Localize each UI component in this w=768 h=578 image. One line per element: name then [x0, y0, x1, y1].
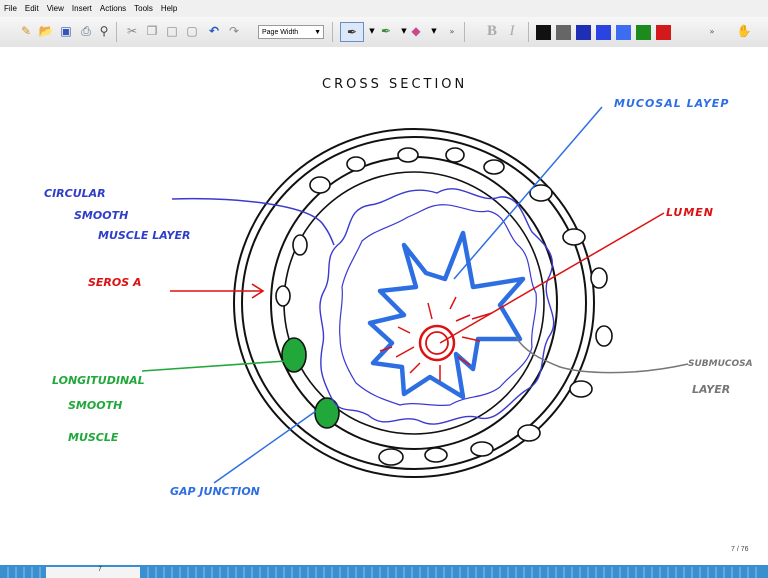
- toolbar-divider: [464, 22, 465, 42]
- menu-bar: File Edit View Insert Actions Tools Help: [0, 0, 768, 17]
- label-gap-junction: GAP JUNCTION: [170, 485, 260, 498]
- longitudinal-pointer: [142, 361, 286, 371]
- label-submucosa-1: SUBMUCOSA: [688, 359, 753, 369]
- label-serosa: SEROS A: [88, 276, 142, 289]
- print-icon[interactable]: ⎙: [78, 23, 94, 39]
- bold-icon[interactable]: B: [484, 23, 500, 39]
- toolbar-divider: [332, 22, 333, 42]
- open-folder-icon[interactable]: 📂: [38, 23, 54, 39]
- page-thumbnail-bar[interactable]: 7: [0, 565, 768, 578]
- note-canvas[interactable]: CROSS SECTION MUCOSAL LAYEP CIRCULAR SMO…: [0, 47, 768, 565]
- label-longitudinal-1: LONGITUDINAL: [52, 374, 145, 387]
- paste-icon[interactable]: □: [164, 23, 180, 39]
- mucosal-pointer: [454, 107, 602, 279]
- color-swatch-red[interactable]: [656, 25, 671, 40]
- label-circular-1: CIRCULAR: [44, 187, 106, 200]
- menu-actions[interactable]: Actions: [96, 4, 130, 13]
- color-swatch-green[interactable]: [636, 25, 651, 40]
- more-tools-icon[interactable]: »: [444, 23, 460, 39]
- label-circular-3: MUSCLE LAYER: [98, 229, 190, 242]
- chevron-down-icon: ▼: [314, 26, 321, 40]
- undo-icon[interactable]: ↶: [206, 23, 222, 39]
- copy-icon[interactable]: ❐: [144, 23, 160, 39]
- menu-help[interactable]: Help: [157, 4, 181, 13]
- new-note-icon[interactable]: ✎: [18, 23, 34, 39]
- more-colors-icon[interactable]: »: [704, 23, 720, 39]
- zoom-value: Page Width: [262, 29, 298, 36]
- redo-icon[interactable]: ↷: [226, 23, 242, 39]
- color-swatch-navy[interactable]: [576, 25, 591, 40]
- label-mucosal-layer: MUCOSAL LAYEP: [614, 97, 729, 110]
- page-indicator: 7 / 76: [731, 546, 749, 553]
- color-swatch-gray[interactable]: [556, 25, 571, 40]
- label-longitudinal-3: MUSCLE: [68, 431, 118, 444]
- lumen-circle-inner: [426, 332, 448, 354]
- menu-tools[interactable]: Tools: [130, 4, 157, 13]
- outer-ring-4: [284, 172, 544, 434]
- save-icon[interactable]: ▣: [58, 23, 74, 39]
- label-longitudinal-2: SMOOTH: [68, 399, 122, 412]
- insert-page-icon[interactable]: ▢: [184, 23, 200, 39]
- gap-pointer: [214, 411, 316, 483]
- thumbnail-strip: [0, 567, 768, 578]
- eraser-dropdown-icon[interactable]: ▼: [426, 23, 442, 39]
- menu-edit[interactable]: Edit: [21, 4, 43, 13]
- pan-hand-icon[interactable]: ✋: [736, 23, 752, 39]
- label-lumen: LUMEN: [666, 206, 714, 219]
- mucosal-star: [370, 233, 523, 397]
- menu-file[interactable]: File: [0, 4, 21, 13]
- color-swatch-light-blue[interactable]: [616, 25, 631, 40]
- find-icon[interactable]: ⚲: [96, 23, 112, 39]
- label-submucosa-2: LAYER: [692, 383, 730, 396]
- color-swatch-black[interactable]: [536, 25, 551, 40]
- circular-pointer: [172, 199, 334, 245]
- cut-icon[interactable]: ✂: [124, 23, 140, 39]
- color-swatch-blue[interactable]: [596, 25, 611, 40]
- toolbar-divider: [116, 22, 117, 42]
- title-cross-section: CROSS SECTION: [322, 77, 467, 92]
- menu-insert[interactable]: Insert: [68, 4, 96, 13]
- drawing-layer: [0, 47, 768, 565]
- eraser-icon[interactable]: ◆: [408, 23, 424, 39]
- italic-icon[interactable]: I: [504, 23, 520, 39]
- menu-view[interactable]: View: [43, 4, 68, 13]
- current-page-number: 7: [98, 566, 102, 573]
- highlighter-icon[interactable]: ✒: [378, 23, 394, 39]
- toolbar-divider: [528, 22, 529, 42]
- pen-tool-icon[interactable]: ✒: [340, 22, 364, 42]
- zoom-select[interactable]: Page Width ▼: [258, 25, 324, 39]
- label-circular-2: SMOOTH: [74, 209, 128, 222]
- toolbar: ✎ 📂 ▣ ⎙ ⚲ ✂ ❐ □ ▢ ↶ ↷ Page Width ▼ ✒ ▼ ✒…: [0, 17, 768, 48]
